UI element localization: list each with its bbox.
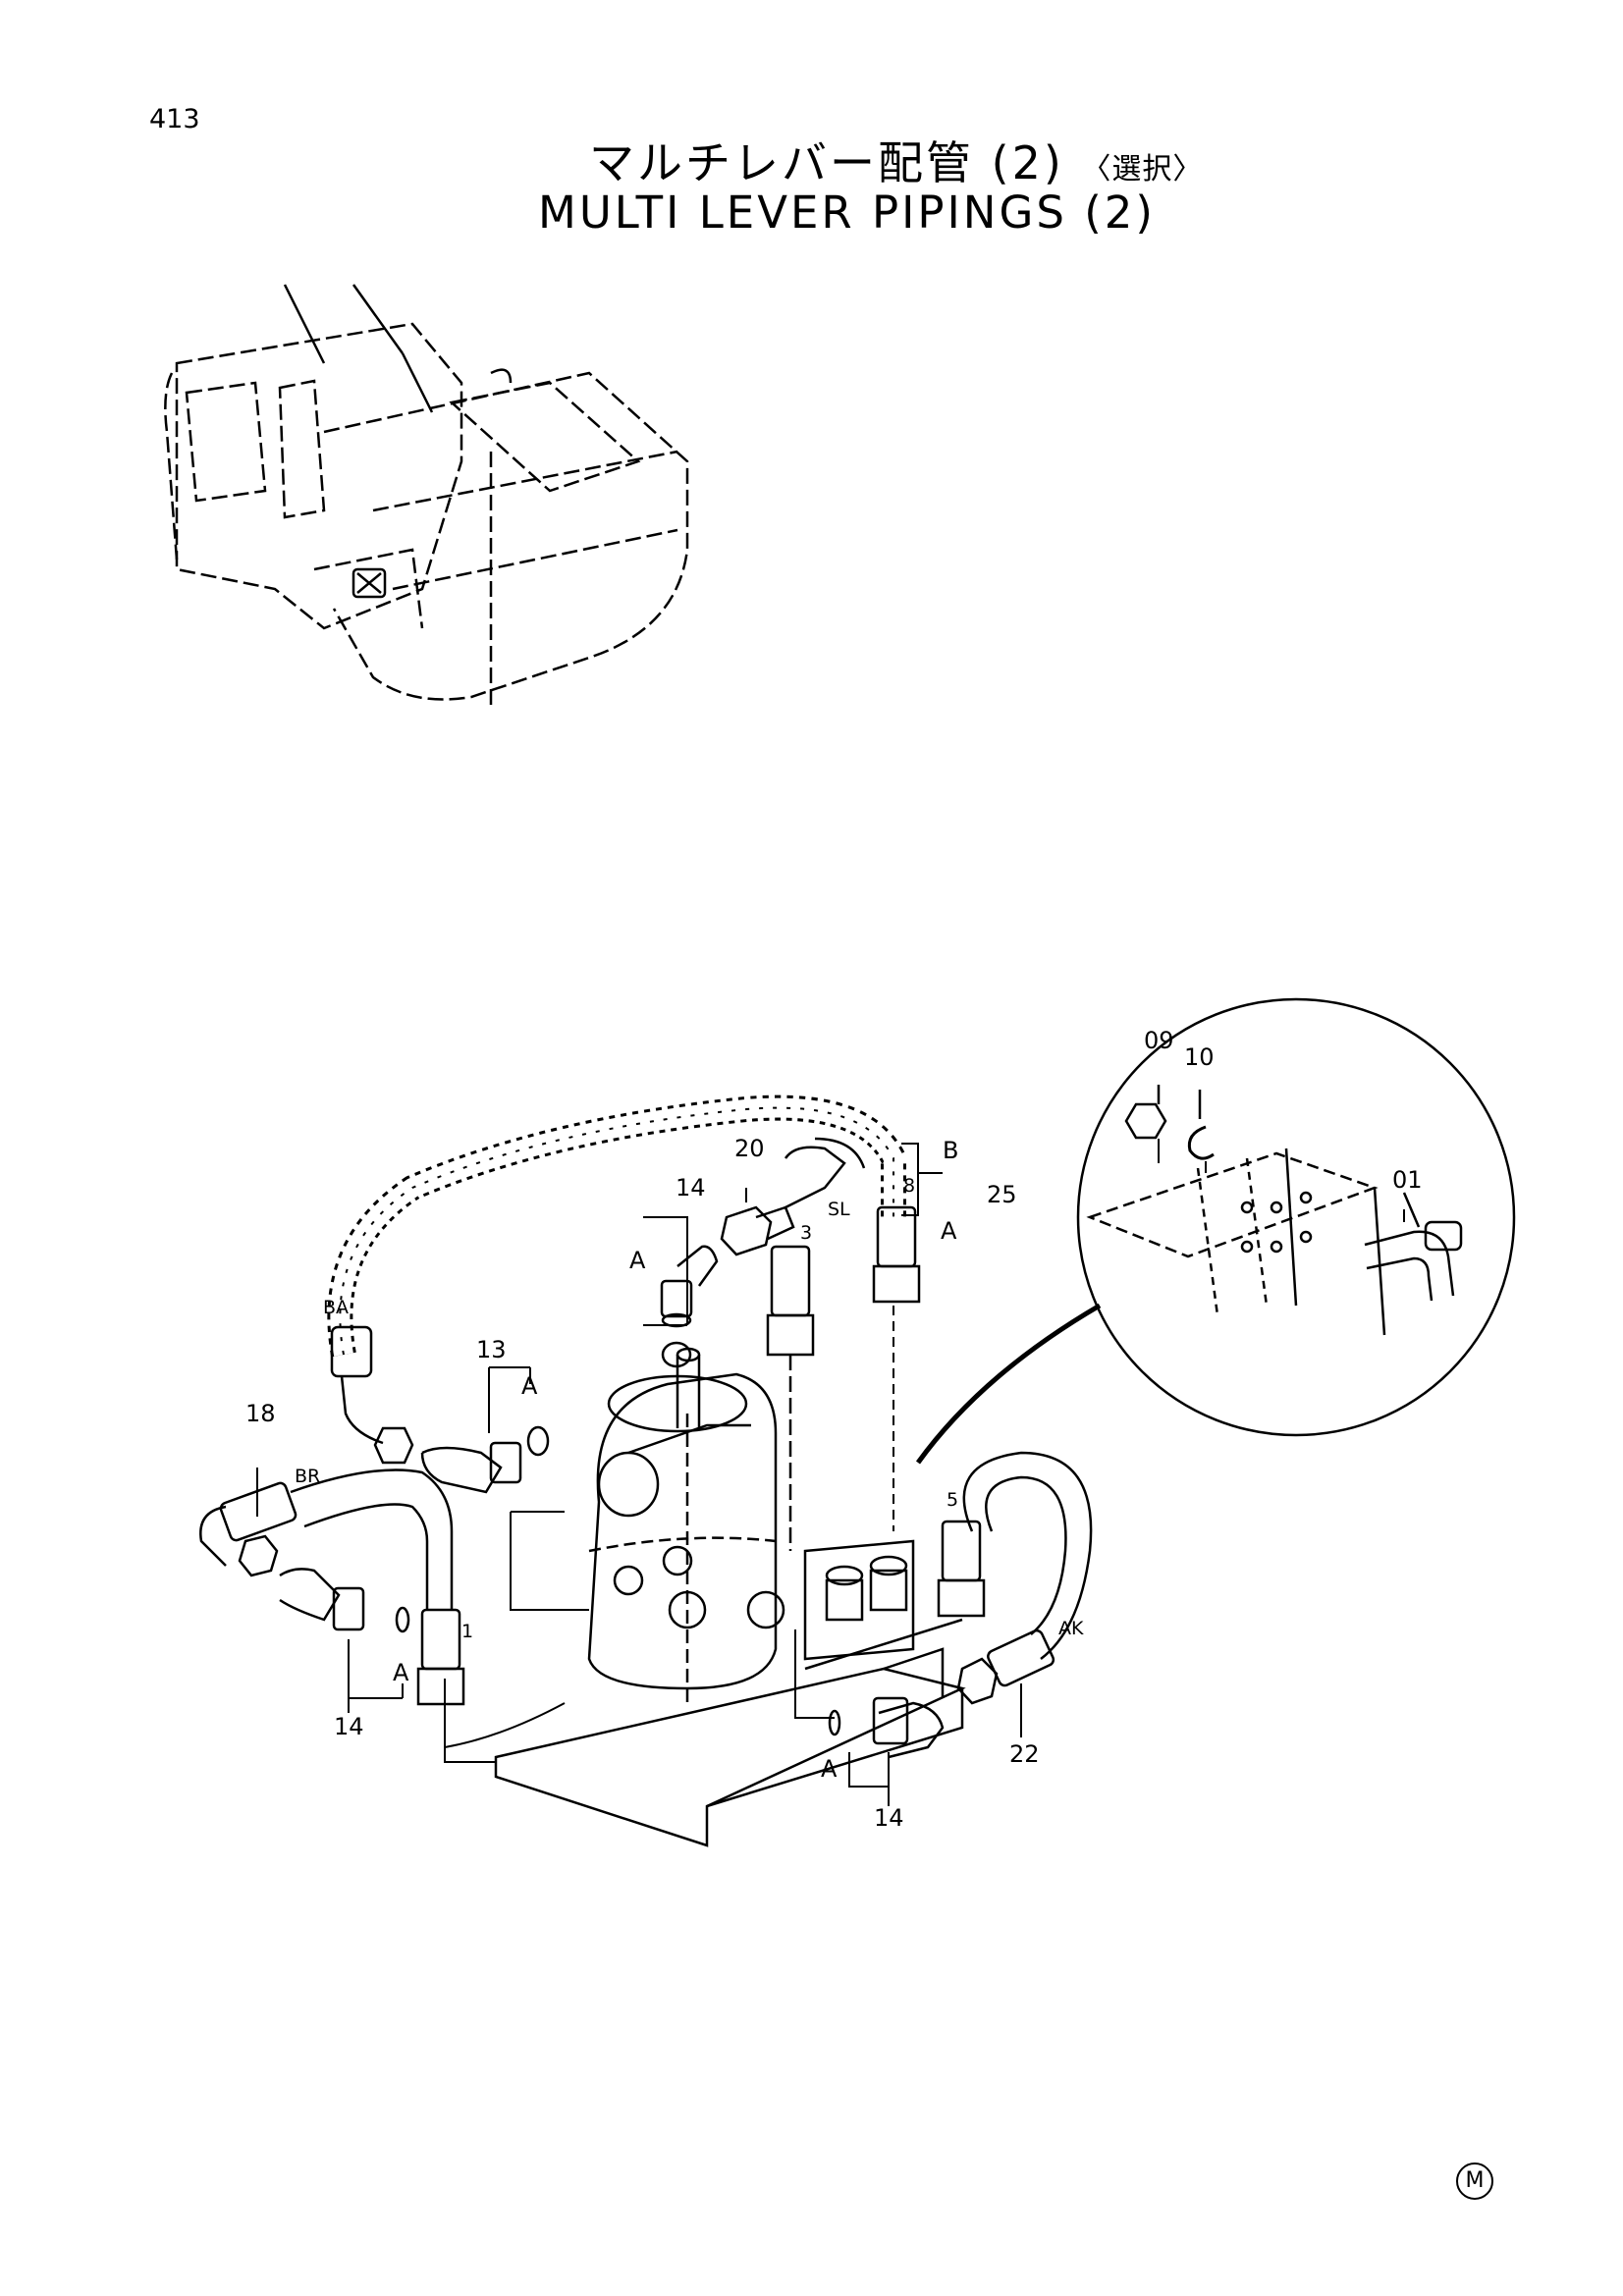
callout-18: 18 <box>245 1400 276 1427</box>
hose-br <box>199 1468 465 1706</box>
callout-22: 22 <box>1009 1740 1040 1768</box>
callout-25: 25 <box>987 1181 1017 1208</box>
elbow-fitting-01 <box>1364 1230 1455 1302</box>
callout-labels: 09 10 01 20 14 A SL 3 8 B A 25 BA 13 A 1… <box>245 1027 1423 1832</box>
callout-A-13: A <box>521 1372 538 1400</box>
callout-A-25: A <box>941 1217 957 1245</box>
nut-icon <box>1124 1102 1167 1140</box>
callout-A-bottom: A <box>821 1755 838 1783</box>
snap-ring-icon <box>1187 1125 1215 1160</box>
manufacturer-mark-icon: M <box>1456 2163 1493 2200</box>
fitting-block <box>803 1539 915 1661</box>
callout-20: 20 <box>734 1135 765 1162</box>
fitting-13 <box>420 1425 550 1494</box>
callout-13: 13 <box>476 1336 507 1363</box>
callout-AK: AK <box>1058 1618 1084 1639</box>
leader-lines <box>256 1139 1405 1806</box>
callout-10: 10 <box>1184 1043 1215 1071</box>
base-plate <box>494 1618 966 1847</box>
title-jp-option: 〈選択〉 <box>1081 152 1204 187</box>
page-number: 413 <box>149 104 200 134</box>
title-jp-text: マルチレバー配管 (2) <box>589 136 1064 189</box>
callout-14-bottom: 14 <box>874 1804 904 1832</box>
fitting-14-left <box>279 1568 410 1633</box>
callout-09: 09 <box>1144 1027 1174 1054</box>
pilot-valve <box>587 1347 785 1708</box>
callout-port-1: 1 <box>461 1621 473 1642</box>
callout-SL: SL <box>828 1199 850 1220</box>
fitting-20 <box>720 1137 866 1256</box>
hose-ak <box>937 1451 1093 1705</box>
callout-BA: BA <box>323 1297 349 1318</box>
callout-14-left: 14 <box>334 1713 364 1740</box>
fitting-14-bottom <box>828 1696 945 1759</box>
title-japanese: マルチレバー配管 (2) 〈選択〉 <box>589 128 1203 192</box>
callout-01: 01 <box>1392 1166 1423 1194</box>
fitting-14-top <box>660 1245 719 1368</box>
machine-overview <box>164 284 689 707</box>
callout-B: B <box>943 1137 958 1164</box>
callout-port-8: 8 <box>903 1175 915 1197</box>
lever-location-marker <box>352 567 387 599</box>
callout-port-5: 5 <box>947 1489 958 1511</box>
callout-14-top: 14 <box>676 1174 706 1201</box>
hose-ba-end <box>330 1325 414 1465</box>
hose-3 <box>766 1245 815 1551</box>
hose-25-end <box>872 1205 921 1304</box>
callout-A-left: A <box>393 1659 409 1686</box>
callout-BR: BR <box>295 1466 320 1487</box>
callout-A-top: A <box>629 1247 646 1274</box>
detail-view <box>915 997 1516 1465</box>
title-english: MULTI LEVER PIPINGS (2) <box>538 187 1156 239</box>
callout-port-3: 3 <box>800 1222 812 1244</box>
